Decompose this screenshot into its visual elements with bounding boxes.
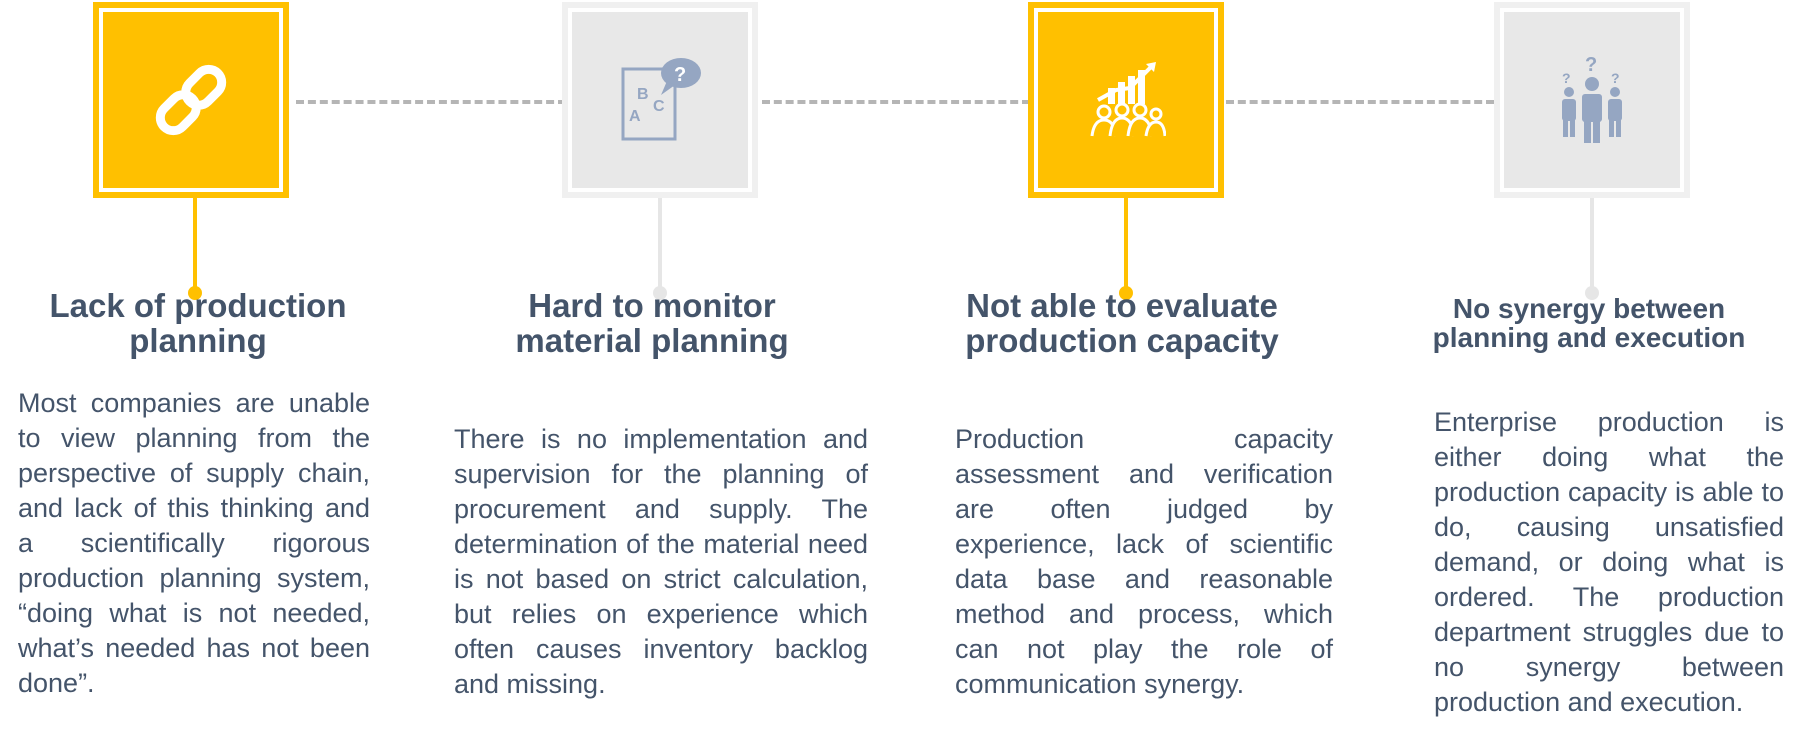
step-4-stem <box>1590 198 1594 290</box>
step-2-title: Hard to monitor material planning <box>515 287 789 359</box>
dashed-connector <box>296 100 566 104</box>
step-1-description: Most companies are unable to view planni… <box>18 388 370 698</box>
svg-text:B: B <box>637 86 649 103</box>
step-1-dot <box>188 286 202 300</box>
step-1-title: Lack of production planning <box>49 287 347 359</box>
team-growth-chart-icon <box>1090 62 1166 137</box>
step-1-icon-box <box>93 2 289 198</box>
step-1-stem <box>193 198 197 290</box>
step-3-description: Production capacity assessment and verif… <box>955 424 1333 699</box>
svg-text:A: A <box>629 108 641 125</box>
abc-question-icon: B C A ? <box>621 58 701 141</box>
step-4-description: Enterprise production is either doing wh… <box>1434 407 1784 717</box>
svg-text:?: ? <box>1585 55 1597 76</box>
confused-people-icon: ? ? ? <box>1562 55 1622 143</box>
step-4-title: No synergy between planning and executio… <box>1432 293 1746 353</box>
svg-text:?: ? <box>674 64 686 86</box>
chain-link-icon <box>155 64 227 136</box>
step-2-description: There is no implementation and supervisi… <box>454 424 868 699</box>
svg-text:?: ? <box>1562 70 1571 86</box>
step-2-icon-box: B C A ? <box>562 2 758 198</box>
step-3-icon-box <box>1028 2 1224 198</box>
step-3-stem <box>1124 198 1128 290</box>
svg-text:C: C <box>653 98 665 115</box>
step-2-stem <box>658 198 662 290</box>
step-4-icon-box: ? ? ? <box>1494 2 1690 198</box>
step-3-title: Not able to evaluate production capacity <box>965 287 1279 359</box>
svg-text:?: ? <box>1611 70 1620 86</box>
step-3-dot <box>1119 286 1133 300</box>
step-4-dot <box>1585 286 1599 300</box>
step-2-dot <box>653 286 667 300</box>
dashed-connector <box>1226 100 1494 104</box>
dashed-connector <box>762 100 1030 104</box>
